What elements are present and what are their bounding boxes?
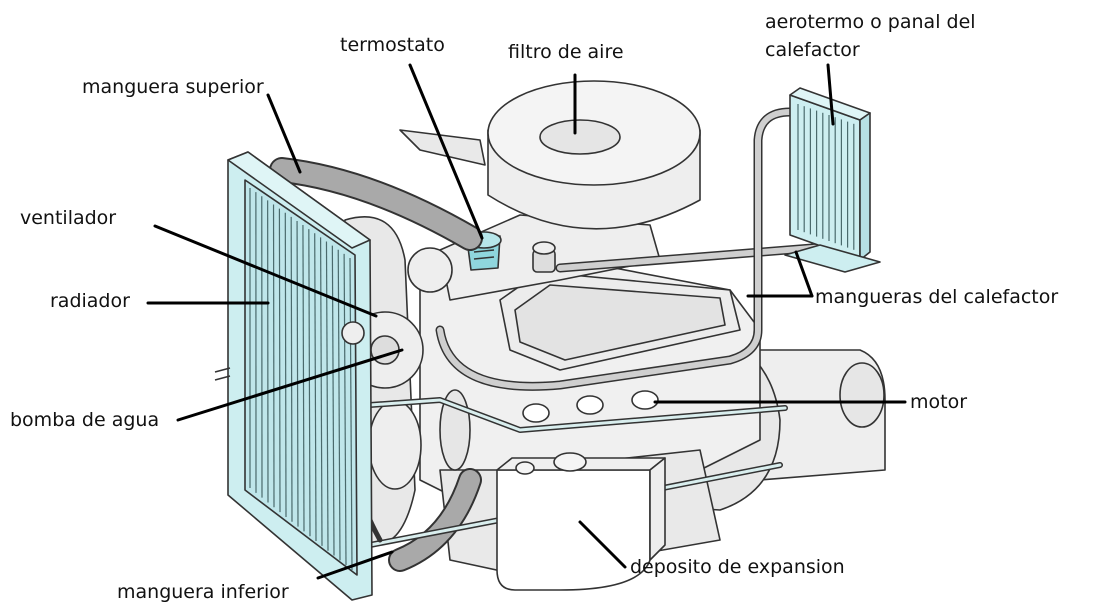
- radiator-fin: [325, 241, 329, 551]
- label-manguera-inferior: manguera inferior: [117, 581, 289, 603]
- label-ventilador: ventilador: [20, 207, 117, 229]
- leader-mangueras-a: [794, 250, 814, 298]
- radiator-fin: [302, 225, 305, 532]
- label-motor: motor: [910, 391, 968, 413]
- label-deposito-de-expansion: deposito de expansion: [630, 556, 845, 578]
- leader-manguera-superior: [266, 93, 302, 174]
- leader-bomba-de-agua: [176, 348, 404, 422]
- radiator-fin: [314, 233, 317, 542]
- radiator-fin: [343, 253, 347, 566]
- radiator-fin: [296, 220, 299, 527]
- label-aerotermo: aerotermo o panal del calefactor: [765, 11, 976, 61]
- heater-core: [784, 87, 881, 273]
- oil-cap: [532, 241, 556, 273]
- label-bomba-de-agua: bomba de agua: [10, 409, 160, 431]
- label-filtro-de-aire: filtro de aire: [508, 41, 624, 63]
- leader-lines: [146, 63, 907, 580]
- expansion-tank: [496, 452, 666, 591]
- radiator-fin: [349, 257, 353, 571]
- leader-termostato: [408, 63, 484, 240]
- label-termostato: termostato: [340, 34, 445, 56]
- leader-ventilador: [153, 224, 378, 318]
- valve-cover: [499, 271, 741, 371]
- radiator-fin: [308, 229, 311, 537]
- leader-aerotermo: [826, 63, 835, 126]
- leader-manguera-inferior: [316, 550, 394, 580]
- leader-deposito: [578, 520, 627, 569]
- radiator-fin: [278, 208, 281, 513]
- radiator-fin: [319, 237, 323, 546]
- label-manguera-superior: manguera superior: [82, 76, 264, 98]
- label-radiador: radiador: [50, 290, 130, 312]
- label-mangueras-del-calefactor: mangueras del calefactor: [815, 286, 1059, 308]
- radiator-fin: [284, 212, 287, 517]
- air-filter: [399, 80, 701, 230]
- radiator-fin: [290, 216, 293, 522]
